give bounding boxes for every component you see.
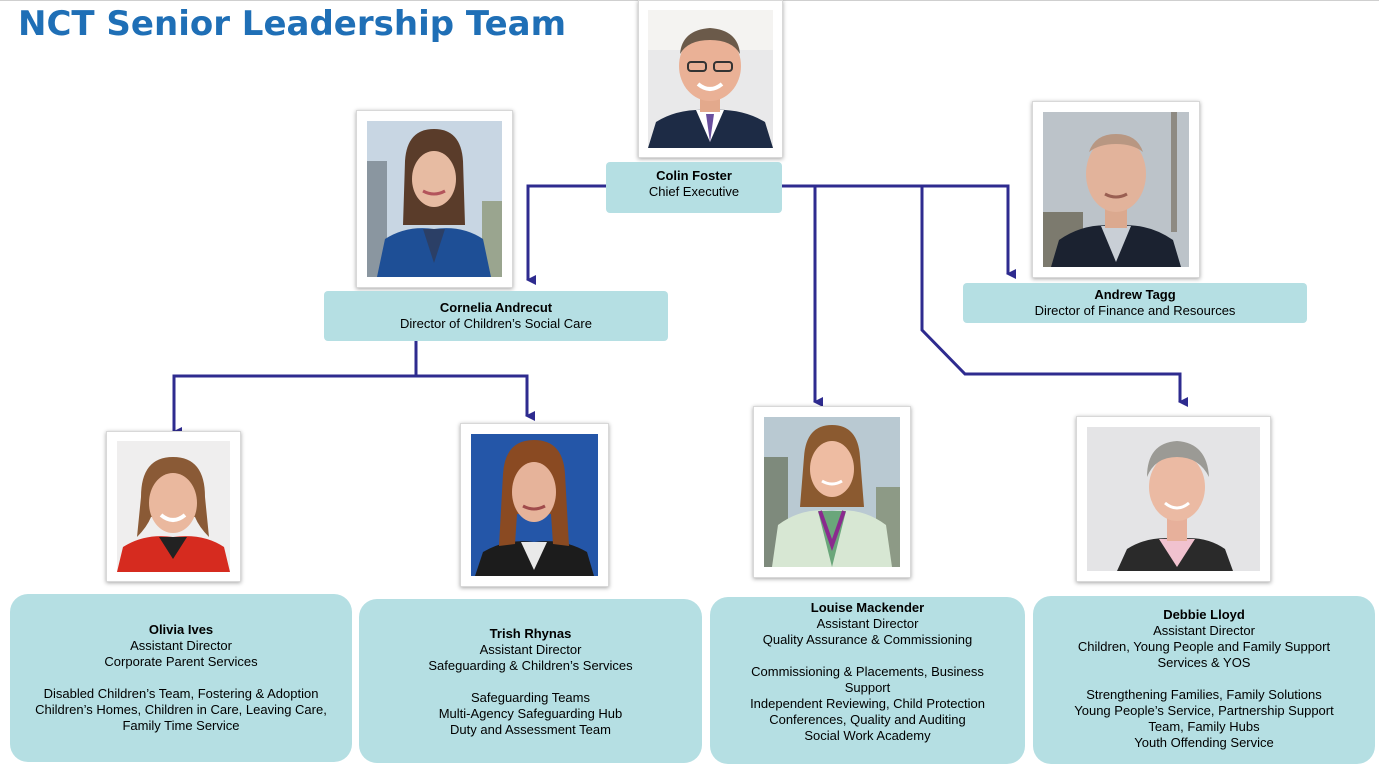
person-role: Assistant Director — [816, 616, 919, 631]
portrait-image — [764, 417, 900, 567]
page-title: NCT Senior Leadership Team — [18, 4, 567, 44]
responsibility-line: Safeguarding Teams — [470, 690, 590, 705]
responsibility-line: Family Time Service — [122, 718, 240, 733]
responsibility-line: Strengthening Families, Family Solutions — [1086, 687, 1322, 702]
portrait-image — [471, 434, 598, 576]
person-role: Assistant Director — [130, 638, 232, 653]
person-area: Safeguarding & Children’s Services — [428, 658, 633, 673]
cornelia-andrecut-box: Cornelia Andrecut Director of Children’s… — [324, 291, 668, 341]
responsibility-line: Young People’s Service, Partnership Supp… — [1074, 703, 1334, 718]
olivia-ives-box: Olivia Ives Assistant Director Corporate… — [10, 594, 352, 762]
portrait-image — [367, 121, 502, 277]
portrait-image — [648, 10, 773, 148]
responsibility-line: Independent Reviewing, Child Protection — [750, 696, 985, 711]
responsibility-line: Duty and Assessment Team — [450, 722, 611, 737]
person-role: Assistant Director — [1153, 623, 1255, 638]
responsibility-line: Disabled Children’s Team, Fostering & Ad… — [43, 686, 319, 701]
colin-foster-box: Colin Foster Chief Executive — [606, 162, 782, 213]
responsibility-line: Multi-Agency Safeguarding Hub — [438, 706, 623, 721]
debbie-lloyd-box: Debbie Lloyd Assistant Director Children… — [1033, 596, 1375, 764]
person-role: Assistant Director — [479, 642, 582, 657]
person-area: Services & YOS — [1157, 655, 1251, 670]
responsibility-line: Children’s Homes, Children in Care, Leav… — [35, 702, 327, 717]
portrait-image — [117, 441, 230, 572]
person-area: Children, Young People and Family Suppor… — [1077, 639, 1331, 654]
louise-mackender-photo — [753, 406, 911, 578]
debbie-lloyd-photo — [1076, 416, 1271, 582]
connector-cornelia-to-olivia — [172, 374, 416, 437]
andrew-tagg-box: Andrew Tagg Director of Finance and Reso… — [963, 283, 1307, 323]
connector-ceo-to-debbie — [920, 186, 1188, 407]
andrew-tagg-photo — [1032, 101, 1200, 278]
responsibility-line: Commissioning & Placements, Business — [751, 664, 984, 679]
person-name: Louise Mackender — [810, 600, 925, 615]
person-role: Director of Children’s Social Care — [400, 316, 592, 331]
person-role: Chief Executive — [648, 184, 740, 199]
portrait-image — [1043, 112, 1189, 267]
person-name: Trish Rhynas — [489, 626, 572, 641]
trish-rhynas-box: Trish Rhynas Assistant Director Safeguar… — [359, 599, 702, 763]
cornelia-andrecut-photo — [356, 110, 513, 288]
connector-cornelia-to-trish — [416, 374, 535, 421]
person-area: Corporate Parent Services — [104, 654, 258, 669]
person-name: Cornelia Andrecut — [439, 300, 553, 315]
responsibility-line: Team, Family Hubs — [1148, 719, 1260, 734]
connector-ceo-to-andrew — [780, 184, 1016, 279]
person-name: Debbie Lloyd — [1163, 607, 1245, 622]
person-name: Colin Foster — [656, 168, 732, 183]
connector-ceo-to-cornelia — [526, 184, 608, 285]
person-name: Olivia Ives — [148, 622, 214, 637]
person-role: Director of Finance and Resources — [1034, 303, 1236, 318]
responsibility-line: Social Work Academy — [804, 728, 931, 743]
olivia-ives-photo — [106, 431, 241, 582]
person-area: Quality Assurance & Commissioning — [762, 632, 973, 647]
portrait-image — [1087, 427, 1260, 571]
responsibility-line: Support — [844, 680, 891, 695]
colin-foster-photo — [638, 0, 783, 158]
responsibility-line: Youth Offending Service — [1134, 735, 1274, 750]
responsibility-line: Conferences, Quality and Auditing — [769, 712, 966, 727]
louise-mackender-box: Louise Mackender Assistant Director Qual… — [710, 597, 1025, 764]
person-name: Andrew Tagg — [1094, 287, 1176, 302]
trish-rhynas-photo — [460, 423, 609, 587]
